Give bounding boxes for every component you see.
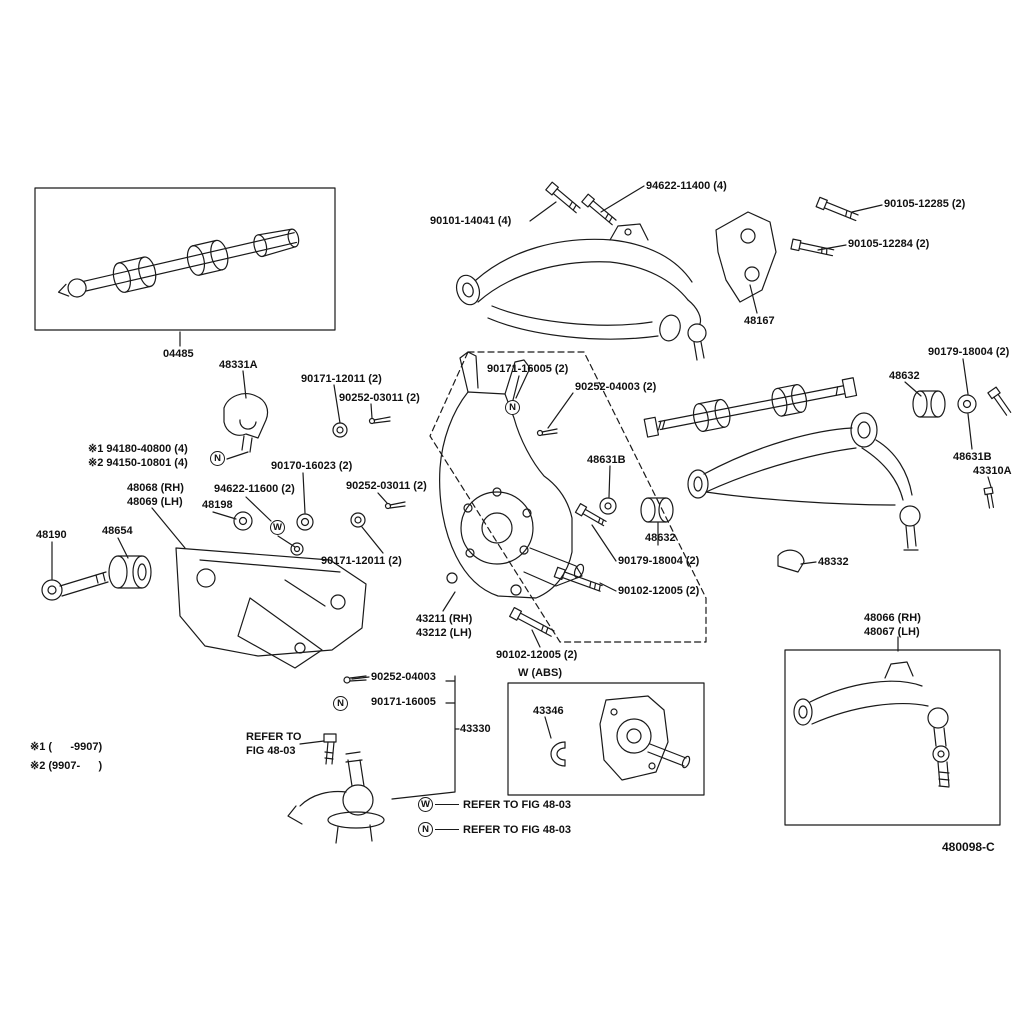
part-label-48190: 48190 xyxy=(36,529,67,541)
abs-label: W (ABS) xyxy=(518,667,562,679)
ball-joint-43330-drawing xyxy=(287,751,385,844)
camber-shaft-kit-box xyxy=(34,187,336,331)
bolt-90105-12285-drawing xyxy=(815,196,859,222)
footnote-1: ※1 ( -9907) xyxy=(30,741,103,753)
legend-w: W REFER TO FIG 48-03 xyxy=(418,797,571,812)
part-label-43330: 43330 xyxy=(460,723,491,735)
figure-code: 480098-C xyxy=(942,840,995,854)
bolt-90105-12284-drawing xyxy=(790,238,835,257)
bolt-48190-drawing xyxy=(41,571,109,601)
part-label-90171-12011-mid: 90171-12011 (2) xyxy=(321,555,402,567)
part-label-90170-16023: 90170-16023 (2) xyxy=(271,460,353,472)
lateral-shaft-drawing xyxy=(643,377,858,438)
part-label-90105-12285: 90105-12285 (2) xyxy=(884,198,966,210)
part-label-94622-11400: 94622-11400 (4) xyxy=(646,180,727,192)
clamp-48331A-drawing xyxy=(223,393,269,453)
part-label-48331A: 48331A xyxy=(219,359,258,371)
note-94180: ※1 94180-40800 (4) xyxy=(88,443,188,455)
part-label-90105-12284: 90105-12284 (2) xyxy=(848,238,930,250)
bushing-48654-drawing xyxy=(108,555,152,589)
dashed-boundary xyxy=(429,351,707,643)
part-label-90252-03011-top: 90252-03011 (2) xyxy=(339,392,420,404)
bolt-refer-fig-drawing xyxy=(323,733,337,765)
upper-arm-inset-48066 xyxy=(784,649,1001,826)
symbol-w-icon: W xyxy=(418,797,433,812)
part-label-90171-16005-bottom: 90171-16005 xyxy=(371,696,436,708)
footnote-2: ※2 (9907- ) xyxy=(30,760,103,772)
part-label-43211-43212: 43211 (RH) 43212 (LH) xyxy=(416,613,473,639)
steering-knuckle-drawing xyxy=(439,351,585,599)
legend-leader-line xyxy=(435,829,459,830)
cotter-pin-90252-04003-drawing xyxy=(343,675,367,684)
part-label-90102-12005-bottom: 90102-12005 (2) xyxy=(496,649,578,661)
symbol-n-icon: N xyxy=(505,400,520,415)
part-label-90171-12011-top: 90171-12011 (2) xyxy=(301,373,382,385)
upper-control-arm-front-drawing xyxy=(455,223,707,361)
note-94150: ※2 94150-10801 (4) xyxy=(88,457,188,469)
part-label-48332: 48332 xyxy=(818,556,849,568)
symbol-n-icon: N xyxy=(210,451,225,466)
refer-to-note: REFER TO FIG 48-03 xyxy=(246,731,302,757)
part-label-94622-11600: 94622-11600 (2) xyxy=(214,483,295,495)
part-label-90252-03011-mid: 90252-03011 (2) xyxy=(346,480,427,492)
legend-n: N REFER TO FIG 48-03 xyxy=(418,822,571,837)
symbol-n-icon: N xyxy=(418,822,433,837)
legend-n-text: REFER TO FIG 48-03 xyxy=(463,823,571,836)
small-hardware xyxy=(233,386,1012,637)
leader-lines xyxy=(51,185,992,800)
part-label-90171-16005-top: 90171-16005 (2) xyxy=(487,363,569,375)
bracket-48167-drawing xyxy=(715,211,777,303)
part-label-90252-04003-bottom: 90252-04003 xyxy=(371,671,436,683)
bolt-90101-14041-drawing xyxy=(545,181,581,214)
part-label-90101-14041: 90101-14041 (4) xyxy=(430,215,512,227)
upper-control-arm-rear-drawing xyxy=(687,412,921,551)
symbol-n-icon: N xyxy=(333,696,348,711)
part-label-90179-18004-right: 90179-18004 (2) xyxy=(928,346,1010,358)
part-label-90252-04003-top: 90252-04003 (2) xyxy=(575,381,657,393)
part-label-48632-right: 48632 xyxy=(889,370,920,382)
abs-knuckle-inset xyxy=(507,682,705,796)
part-label-48631B-mid: 48631B xyxy=(587,454,626,466)
lower-arm-bracket-drawing xyxy=(175,547,367,669)
part-label-48632-mid: 48632 xyxy=(645,532,676,544)
part-label-43346: 43346 xyxy=(533,705,564,717)
part-label-48066-48067: 48066 (RH) 48067 (LH) xyxy=(864,612,921,638)
bolt-94622-11400-drawing xyxy=(581,193,617,226)
part-label-48631B-right: 48631B xyxy=(953,451,992,463)
part-label-43310A: 43310A xyxy=(973,465,1012,477)
part-label-90102-12005-mid: 90102-12005 (2) xyxy=(618,585,700,597)
part-label-48068-48069: 48068 (RH) 48069 (LH) xyxy=(127,482,184,508)
part-label-48198: 48198 xyxy=(202,499,233,511)
legend-w-text: REFER TO FIG 48-03 xyxy=(463,798,571,811)
legend-leader-line xyxy=(435,804,459,805)
part-label-04485: 04485 xyxy=(163,348,194,360)
part-label-48167: 48167 xyxy=(744,315,775,327)
part-label-48654: 48654 xyxy=(102,525,133,537)
part-label-90179-18004-mid: 90179-18004 (2) xyxy=(618,555,700,567)
symbol-w-icon: W xyxy=(270,520,285,535)
